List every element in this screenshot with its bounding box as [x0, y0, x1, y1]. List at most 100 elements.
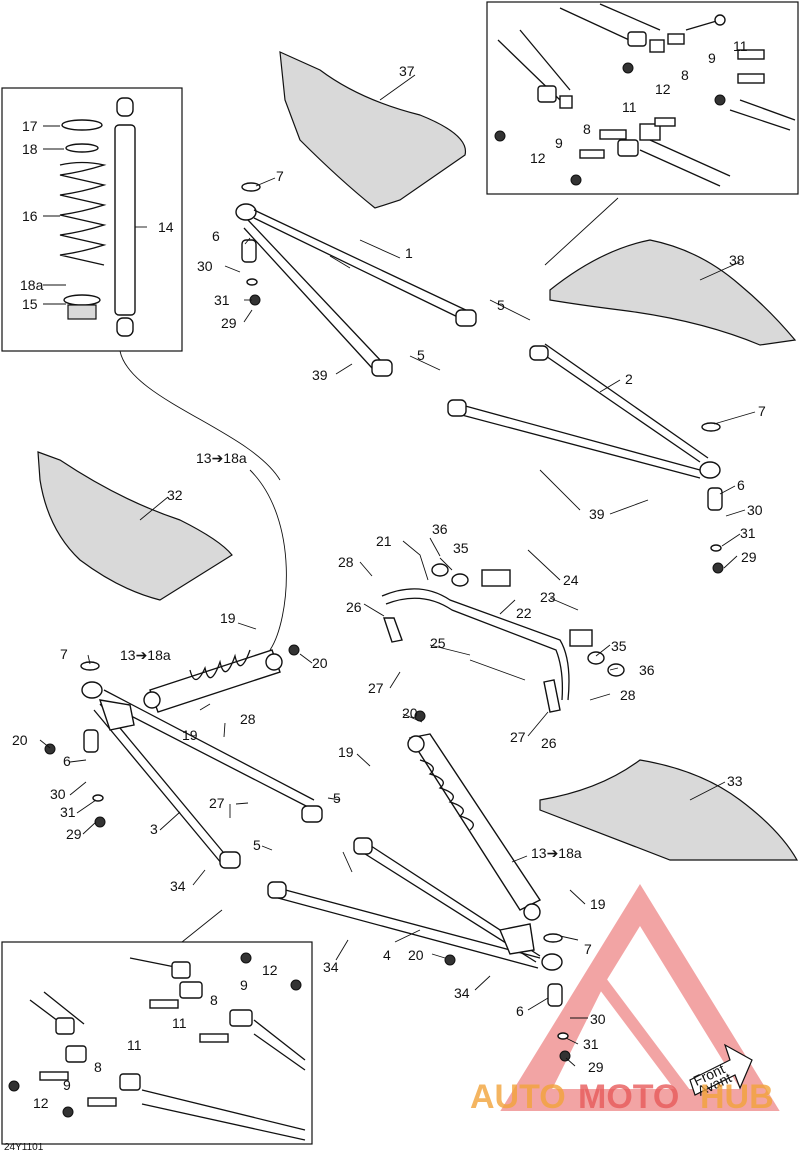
- label-part-28-b: 28: [240, 711, 256, 727]
- label-part-27-c: 27: [510, 729, 526, 745]
- leader-lines: [39, 74, 756, 1067]
- cover-part-33: [539, 759, 799, 861]
- front-direction-arrow: [689, 1043, 753, 1096]
- label-part-13-18a-c: 13➔18a: [531, 845, 582, 861]
- bushing-detail-top-right: [494, 3, 796, 187]
- label-part-6-a: 6: [212, 228, 220, 244]
- label-part-11-a: 11: [733, 38, 748, 54]
- label-part-6-d: 6: [516, 1003, 524, 1019]
- shock-pointer-2: [249, 469, 287, 651]
- label-part-20-a: 20: [312, 655, 328, 671]
- label-part-17: 17: [22, 118, 38, 134]
- label-part-5-b: 5: [417, 347, 425, 363]
- label-part-12-d: 12: [33, 1095, 49, 1111]
- inset-pointer-bottom: [181, 909, 223, 943]
- label-part-31-a: 31: [214, 292, 230, 308]
- diagram-reference-code: 24Y1101: [4, 1142, 44, 1153]
- label-part-20-c: 20: [402, 705, 418, 721]
- upper-a-arm-1: [235, 203, 477, 377]
- label-part-13-18a-a: 13➔18a: [196, 450, 247, 466]
- ball-joint-hardware: [44, 182, 724, 1062]
- label-part-7-c: 7: [60, 646, 68, 662]
- label-part-36-a: 36: [432, 521, 448, 537]
- label-part-16: 16: [22, 208, 38, 224]
- label-part-12-c: 12: [262, 962, 278, 978]
- cover-part-32: [37, 451, 233, 601]
- label-part-7-b: 7: [758, 403, 766, 419]
- label-part-31-b: 31: [740, 525, 756, 541]
- inset-pointer-line: [544, 197, 619, 266]
- label-part-5-d: 5: [253, 837, 261, 853]
- label-part-33: 33: [727, 773, 743, 789]
- label-part-27-a: 27: [368, 680, 384, 696]
- label-part-19-c: 19: [338, 744, 354, 760]
- label-part-37: 37: [399, 63, 415, 79]
- label-part-29-b: 29: [741, 549, 757, 565]
- label-part-9-d: 9: [63, 1077, 71, 1093]
- label-part-22: 22: [516, 605, 532, 621]
- label-part-6-c: 6: [63, 753, 71, 769]
- label-part-8-b: 8: [583, 121, 591, 137]
- bushing-detail-bottom-left: [8, 952, 306, 1141]
- label-part-29-c: 29: [66, 826, 82, 842]
- cover-part-38: [549, 239, 797, 346]
- label-part-30-c: 30: [50, 786, 66, 802]
- label-part-6-b: 6: [737, 477, 745, 493]
- label-part-35-a: 35: [453, 540, 469, 556]
- label-part-32: 32: [167, 487, 183, 503]
- sway-bar-21: [381, 563, 625, 701]
- label-part-20-b: 20: [12, 732, 28, 748]
- lower-a-arm-3: [81, 681, 323, 869]
- label-part-28-a: 28: [338, 554, 354, 570]
- rear-shock-left: [143, 649, 283, 713]
- label-part-2: 2: [625, 371, 633, 387]
- watermark-auto: AUTO: [470, 1078, 566, 1116]
- label-part-9-c: 9: [240, 977, 248, 993]
- sway-link-26: [383, 617, 561, 713]
- watermark-text: AUTO MOTO HUB: [470, 1078, 774, 1116]
- label-part-8-c: 8: [210, 992, 218, 1008]
- label-part-31-c: 31: [60, 804, 76, 820]
- label-part-38: 38: [729, 252, 745, 268]
- shock-absorber-detail: [59, 97, 136, 337]
- label-part-34-a: 34: [170, 878, 186, 894]
- label-part-27-b: 27: [209, 795, 225, 811]
- label-part-34-b: 34: [323, 959, 339, 975]
- label-part-34-c: 34: [454, 985, 470, 1001]
- lower-a-arm-4: [267, 837, 563, 971]
- label-part-5-a: 5: [497, 297, 505, 313]
- label-part-23: 23: [540, 589, 556, 605]
- label-part-18: 18: [22, 141, 38, 157]
- part-labels: 1 2 3 4 5 5 5 5 6 6 6 6 7 7 7 7 8 8 8 8 …: [12, 38, 766, 1111]
- label-part-18a: 18a: [20, 277, 44, 293]
- label-part-12-b: 12: [530, 150, 546, 166]
- label-part-7-d: 7: [584, 941, 592, 957]
- label-part-30-d: 30: [590, 1011, 606, 1027]
- upper-a-arm-2: [447, 343, 721, 479]
- label-part-26-b: 26: [541, 735, 557, 751]
- label-part-31-d: 31: [583, 1036, 599, 1052]
- label-part-15: 15: [22, 296, 38, 312]
- label-part-9-b: 9: [555, 135, 563, 151]
- inset-box-bottom-left: [1, 941, 313, 1145]
- label-part-30-a: 30: [197, 258, 213, 274]
- label-part-4: 4: [383, 947, 391, 963]
- label-part-13-18a-b: 13➔18a: [120, 647, 171, 663]
- label-part-11-d: 11: [127, 1037, 142, 1053]
- label-part-29-d: 29: [588, 1059, 604, 1075]
- shock-inset-pointer: [119, 350, 281, 481]
- label-part-12-a: 12: [655, 81, 671, 97]
- label-part-7-a: 7: [276, 168, 284, 184]
- label-part-5-c: 5: [333, 790, 341, 806]
- label-part-29-a: 29: [221, 315, 237, 331]
- label-part-3: 3: [150, 821, 158, 837]
- label-part-24: 24: [563, 572, 579, 588]
- label-part-39-a: 39: [312, 367, 328, 383]
- label-part-30-b: 30: [747, 502, 763, 518]
- watermark-moto: MOTO: [578, 1078, 679, 1116]
- cover-part-37: [279, 51, 467, 209]
- label-part-14: 14: [158, 219, 174, 235]
- label-part-21: 21: [376, 533, 392, 549]
- rear-shock-right: [407, 733, 542, 921]
